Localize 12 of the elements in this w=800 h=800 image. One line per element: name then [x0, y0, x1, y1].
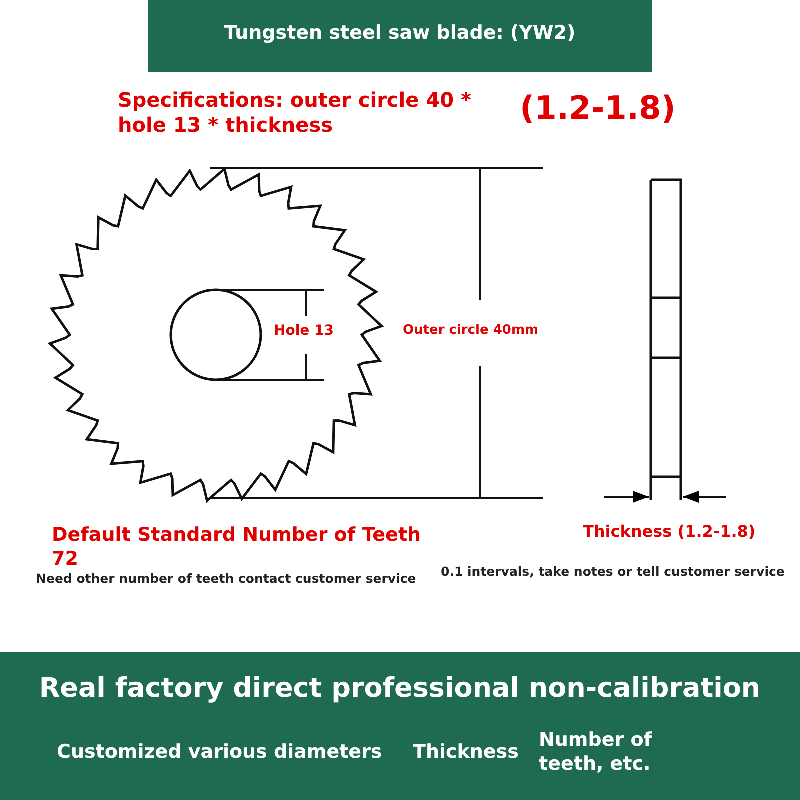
dimension-label: Thickness (1.2-1.8) — [583, 522, 757, 542]
note-text: 0.1 intervals, take notes or tell customer service — [441, 564, 786, 580]
feature-text: Number of teeth, etc. — [539, 729, 654, 776]
dimension-label: Outer circle 40mm — [403, 323, 540, 340]
dimension-label: Hole 13 — [274, 323, 335, 340]
thickness-range-text: (1.2-1.8) — [520, 88, 677, 128]
slogan-text: Real factory direct professional non-calibration — [38, 672, 762, 706]
feature-text: Thickness — [413, 741, 520, 765]
specification-text: Specifications: outer circle 40 * hole 13 * thickness — [118, 88, 472, 138]
note-text: Need other number of teeth contact customer service — [36, 571, 418, 587]
title: Tungsten steel saw blade: (YW2) — [223, 22, 577, 46]
feature-text: Customized various diameters — [57, 741, 384, 765]
